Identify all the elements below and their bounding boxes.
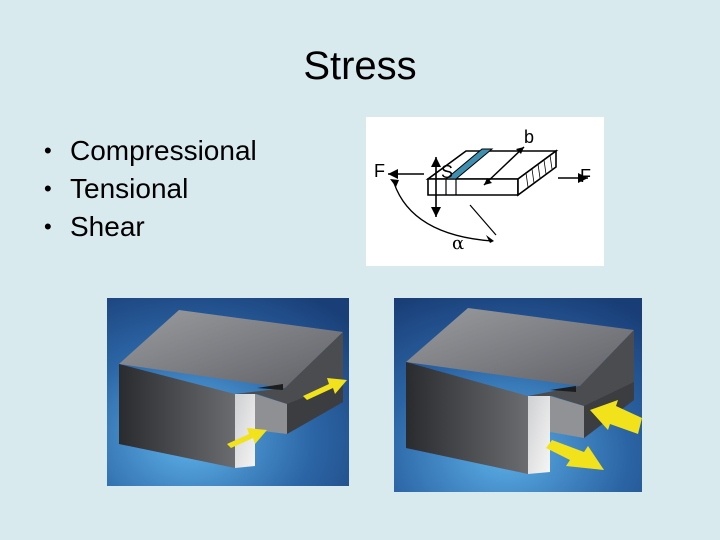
bullet-label: Compressional <box>70 135 257 166</box>
slide-title: Stress <box>0 44 720 89</box>
tension-block-illustration <box>394 298 642 492</box>
bullet-label: Shear <box>70 211 145 242</box>
bullet-item-compressional: • Compressional <box>44 132 257 170</box>
diagram-label-b: b <box>524 127 535 147</box>
bullet-list: • Compressional • Tensional • Shear <box>44 132 257 246</box>
bullet-icon: • <box>44 214 52 239</box>
diagram-label-s: S <box>441 162 454 182</box>
diagram-label-f-left: F <box>374 161 385 181</box>
bullet-label: Tensional <box>70 173 189 204</box>
bullet-icon: • <box>44 138 52 163</box>
compression-block-illustration <box>107 298 349 486</box>
bullet-item-tensional: • Tensional <box>44 170 257 208</box>
slide-title-text: Stress <box>303 44 417 88</box>
bullet-icon: • <box>44 176 52 201</box>
bullet-item-shear: • Shear <box>44 208 257 246</box>
diagram-label-alpha: α <box>452 233 465 254</box>
shear-diagram: b F S F α <box>366 117 604 266</box>
diagram-label-f-right: F <box>580 166 591 186</box>
